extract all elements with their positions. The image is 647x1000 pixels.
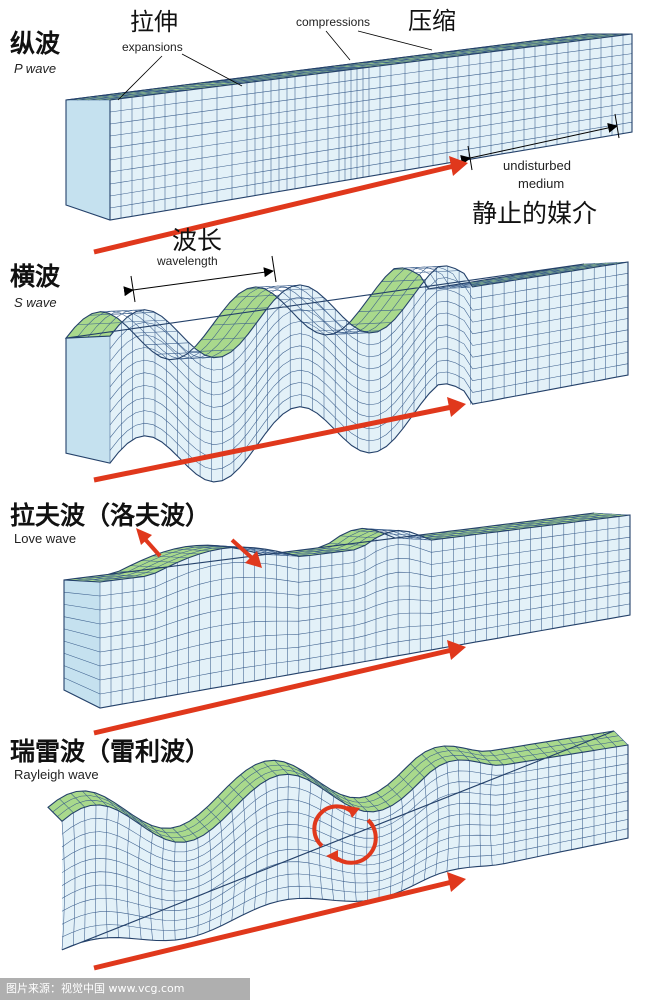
love-wave-outline [63, 512, 631, 709]
s-wave-direction-arrowhead [447, 397, 466, 417]
rayleigh-wave-grid [47, 730, 629, 950]
compressions-label-en: compressions [296, 15, 370, 29]
rayleigh-wave-front-face [62, 745, 628, 950]
undisturbed-tick-right [614, 113, 620, 139]
s-wave-panel: 横波 S wave 波长 wavelength [10, 226, 629, 483]
expansions-pointer-1 [117, 55, 163, 101]
wavelength-label-cn: 波长 [172, 226, 222, 255]
wavelength-extent-arrow [123, 267, 274, 297]
s-wave-block [64, 261, 629, 483]
expansions-label-cn: 拉伸 [130, 8, 178, 36]
wavelength-tick-right [271, 255, 277, 283]
s-wave-top-face [66, 262, 628, 360]
s-wave-title-en: S wave [14, 295, 57, 310]
compressions-pointer-2 [357, 30, 433, 51]
rayleigh-wave-panel: 瑞雷波（雷利波） Rayleigh wave [10, 730, 629, 971]
expansions-label-en: expansions [122, 40, 183, 54]
p-wave-title-cn: 纵波 [10, 29, 61, 58]
rayleigh-particle-motion-head-2 [326, 850, 338, 862]
rayleigh-particle-motion-arc-1 [312, 804, 354, 848]
love-wave-title-en: Love wave [14, 531, 76, 546]
rayleigh-wave-direction-arrowhead [447, 872, 466, 892]
s-wave-outline [64, 261, 629, 483]
love-wave-grid [63, 512, 631, 708]
compressions-label-cn: 压缩 [408, 7, 456, 35]
rayleigh-wave-top-face [48, 731, 628, 843]
image-source-watermark: 图片来源：视觉中国 www.vcg.com [0, 978, 250, 1000]
s-wave-direction-arrow [93, 404, 453, 483]
undisturbed-extent-arrow [460, 123, 618, 165]
rayleigh-wave-title-en: Rayleigh wave [14, 767, 99, 782]
love-wave-top-face [64, 513, 630, 582]
rayleigh-wave-block [47, 730, 629, 951]
p-wave-direction-arrow [93, 163, 455, 255]
undisturbed-label-cn: 静止的媒介 [472, 199, 597, 228]
love-motion-arrowhead-right [245, 551, 262, 568]
love-motion-arrow-right [230, 538, 254, 560]
rayleigh-wave-direction-arrow [93, 879, 453, 971]
rayleigh-wave-title-cn: 瑞雷波（雷利波） [10, 737, 210, 766]
love-wave-direction-arrow [93, 647, 453, 736]
love-motion-arrowhead-left [136, 528, 152, 545]
s-wave-side-face [66, 336, 110, 464]
s-wave-grid [65, 261, 629, 482]
p-wave-title-en: P wave [14, 61, 56, 76]
compressions-pointer-1 [325, 30, 351, 61]
expansions-pointer-2 [181, 53, 243, 87]
love-wave-panel: 拉夫波（洛夫波） Love wave [10, 501, 631, 736]
p-wave-panel: 纵波 P wave 拉伸 expansions compressions 压缩 … [10, 7, 633, 255]
wavelength-tick-left [130, 275, 136, 303]
undisturbed-tick-left [467, 145, 473, 171]
love-wave-direction-arrowhead [447, 640, 466, 660]
wavelength-label-en: wavelength [156, 254, 218, 268]
undisturbed-label-en-2: medium [518, 176, 564, 191]
p-wave-side-face [66, 100, 110, 220]
love-wave-block [63, 512, 631, 709]
love-wave-title-cn: 拉夫波（洛夫波） [10, 501, 210, 530]
s-wave-title-cn: 横波 [10, 262, 61, 291]
love-motion-arrow-left [142, 536, 162, 558]
rayleigh-particle-motion-head-1 [347, 806, 360, 818]
p-wave-direction-arrowhead [449, 156, 468, 176]
p-wave-front-face [110, 34, 632, 220]
p-wave-block [65, 33, 633, 221]
love-wave-side-face [64, 580, 100, 708]
rayleigh-particle-motion-arc-2 [332, 818, 378, 865]
undisturbed-label-en-1: undisturbed [503, 158, 571, 173]
p-wave-outline [65, 33, 633, 221]
rayleigh-wave-outline [47, 730, 629, 951]
